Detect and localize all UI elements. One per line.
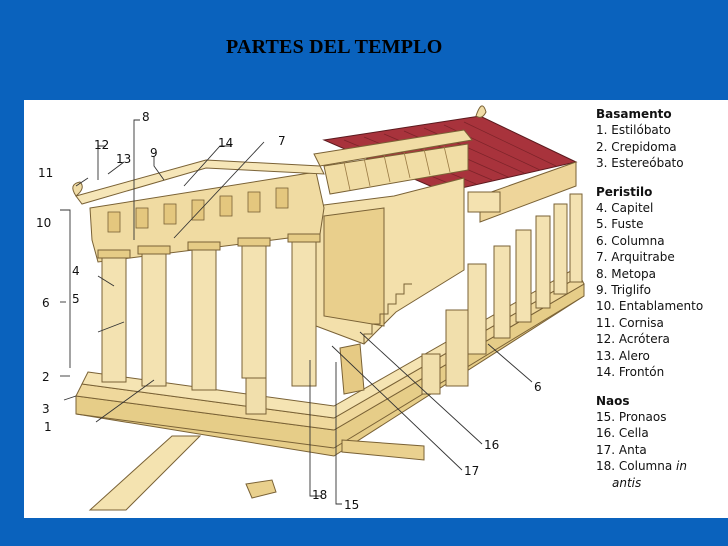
- legend-item-18-italic-2: antis: [612, 475, 642, 490]
- callout-16: 16: [484, 438, 500, 452]
- legend-item-18-prefix: 18. Columna: [596, 459, 677, 474]
- callout-6-left: 6: [42, 296, 50, 310]
- ramp: [88, 435, 202, 511]
- callout-9: 9: [150, 146, 158, 160]
- entablature-side: [479, 161, 577, 223]
- entablature-corner: [467, 191, 501, 213]
- front-columns: [101, 241, 317, 391]
- acroterion-top: [475, 105, 487, 118]
- callout-17: 17: [464, 464, 480, 478]
- callout-5: 5: [72, 292, 80, 306]
- callout-1: 1: [44, 420, 52, 434]
- page-title: PARTES DEL TEMPLO: [226, 36, 443, 58]
- legend-heading-basamento: Basamento: [596, 107, 672, 121]
- legend-item: 4. Capitel: [596, 201, 654, 216]
- legend-item: 6. Columna: [596, 233, 665, 248]
- legend-item-18-italic: in: [676, 459, 687, 474]
- legend-item: 9. Triglifo: [596, 283, 651, 298]
- legend-item: 3. Estereóbato: [596, 156, 684, 171]
- callout-6-right: 6: [534, 380, 542, 394]
- legend-item: 14. Frontón: [596, 365, 665, 380]
- legend-item: 17. Anta: [596, 442, 647, 457]
- column-capitals: [97, 233, 321, 259]
- legend: Basamento 1. Estilóbato 2. Crepidoma 3. …: [596, 106, 724, 491]
- front-steps: [341, 439, 425, 461]
- callout-14: 14: [218, 136, 234, 150]
- legend-item-18: 18. Columna in: [596, 458, 724, 474]
- legend-item: 8. Metopa: [596, 266, 657, 281]
- callout-4: 4: [72, 264, 80, 278]
- legend-item: 7. Arquitrabe: [596, 250, 675, 265]
- callout-2: 2: [42, 370, 50, 384]
- legend-heading-naos: Naos: [596, 393, 630, 408]
- acroterion-left: [72, 181, 83, 197]
- callout-8: 8: [142, 110, 150, 124]
- temple-diagram-panel: 1 2 3 4 5 6 6 7 8 9 10 11 12 13 14 15 16…: [24, 100, 728, 518]
- callout-12: 12: [94, 138, 110, 152]
- stone-block: [245, 479, 277, 499]
- legend-item: 10. Entablamento: [596, 299, 704, 314]
- legend-item: 11. Cornisa: [596, 315, 664, 330]
- callout-11: 11: [38, 166, 54, 180]
- legend-item: 15. Pronaos: [596, 409, 667, 424]
- legend-item: 12. Acrótera: [596, 332, 670, 347]
- legend-item-18-cont: antis: [596, 475, 724, 491]
- callout-18: 18: [312, 488, 328, 502]
- anta-block: [339, 343, 365, 395]
- legend-heading-peristilo: Peristilo: [596, 184, 653, 199]
- side-columns: [467, 193, 583, 355]
- legend-item: 1. Estilóbato: [596, 123, 671, 138]
- callout-15: 15: [344, 498, 360, 512]
- legend-item: 2. Crepidoma: [596, 139, 677, 154]
- legend-item: 13. Alero: [596, 348, 650, 363]
- cut-wall-steps: [363, 283, 412, 344]
- column-stubs: [245, 309, 469, 415]
- cella-interior: [323, 207, 385, 327]
- legend-item: 16. Cella: [596, 426, 649, 441]
- temple-illustration: [60, 105, 585, 511]
- callout-3: 3: [42, 402, 50, 416]
- callout-7: 7: [278, 134, 286, 148]
- callout-13: 13: [116, 152, 132, 166]
- legend-item: 5. Fuste: [596, 217, 644, 232]
- callout-10: 10: [36, 216, 52, 230]
